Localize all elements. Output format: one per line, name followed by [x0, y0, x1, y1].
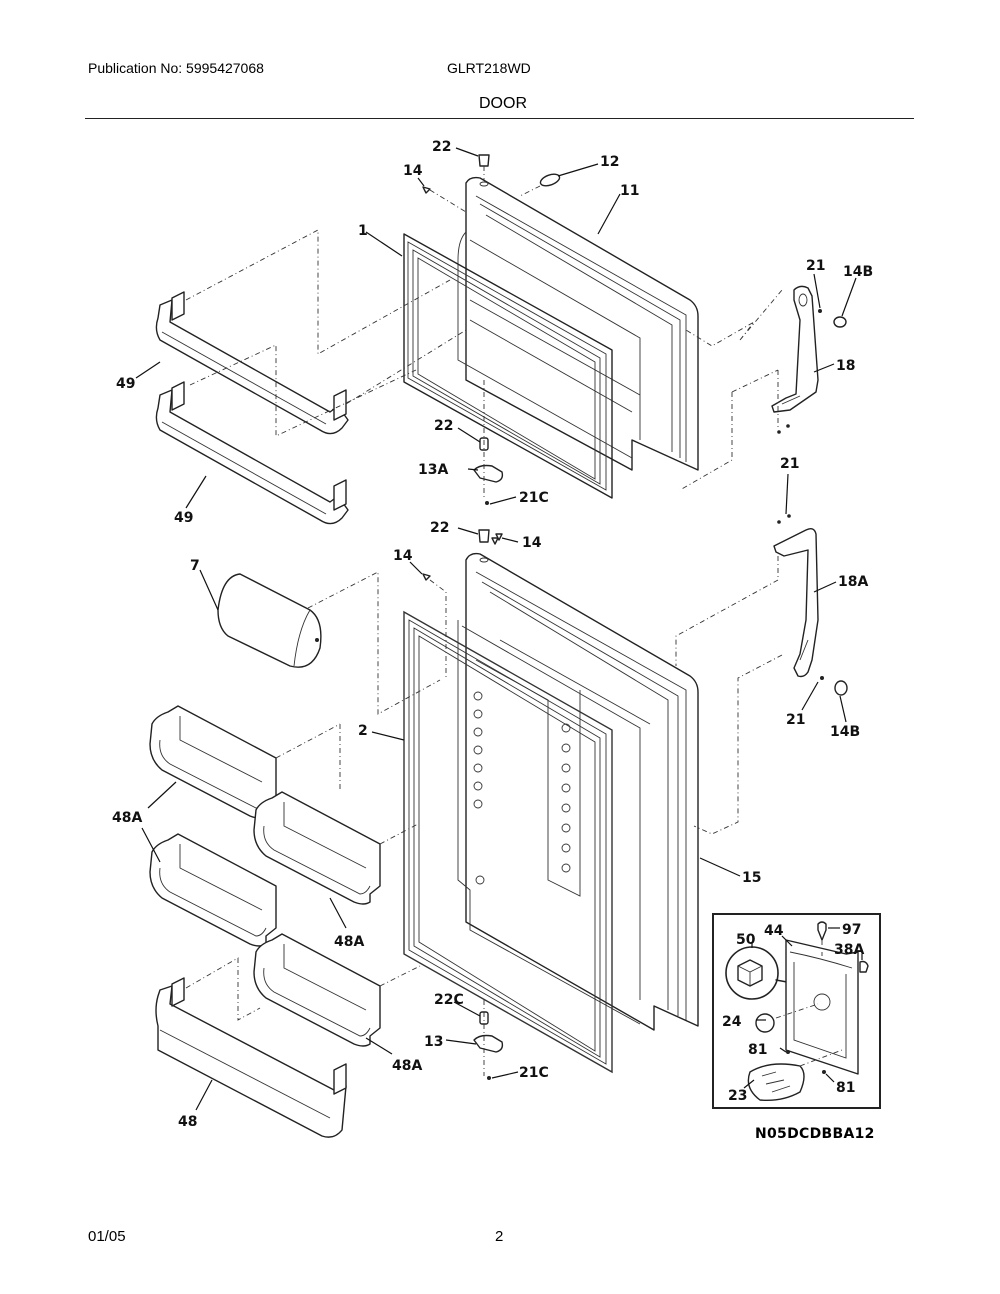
callout-38A: 38A [834, 942, 864, 958]
callout-22C: 22C [434, 992, 464, 1008]
callout-14B: 14B [843, 264, 873, 280]
dispenser-inset [712, 913, 881, 1109]
callout-22: 22 [434, 418, 453, 434]
canister-7 [217, 573, 322, 668]
handle-18 [771, 285, 847, 434]
assembly-lines-handle-mid [679, 369, 779, 491]
assembly-lines-canister [307, 571, 441, 715]
callout-21: 21 [780, 456, 799, 472]
door-bin-posts-right [561, 723, 571, 873]
footer-date: 01/05 [88, 1228, 126, 1245]
callout-50: 50 [736, 932, 756, 948]
callout-18: 18 [836, 358, 855, 374]
drawing-code: N05DCDBBA12 [755, 1126, 875, 1142]
callout-21C: 21C [519, 490, 549, 506]
section-title: DOOR [479, 95, 527, 112]
assembly-lines-rail-upper-r [345, 329, 467, 405]
callout-48A: 48A [392, 1058, 422, 1074]
callout-14: 14 [403, 163, 423, 179]
callout-13A: 13A [418, 462, 448, 478]
door-bin-48A-1 [149, 705, 277, 819]
callout-48A: 48A [334, 934, 364, 950]
page-number: 2 [495, 1228, 504, 1245]
assembly-lines-top [429, 185, 541, 213]
callout-labels: 22 12 14 11 1 21 14B 18 49 49 22 13A 21C… [112, 139, 873, 1130]
door-bin-48A-3 [149, 833, 277, 947]
door-bin-48A-2 [253, 791, 381, 905]
callout-7: 7 [190, 558, 200, 574]
assembly-lines-bins [275, 723, 421, 987]
assembly-lines-handle-18A-bottom [693, 654, 783, 835]
plug-12 [539, 173, 561, 187]
callout-23: 23 [728, 1088, 747, 1104]
fresh-food-door-15 [457, 552, 699, 1031]
callout-12: 12 [600, 154, 619, 170]
callout-22: 22 [432, 139, 451, 155]
callout-44: 44 [764, 923, 784, 939]
fresh-food-gasket-2 [403, 610, 613, 1074]
assembly-lines-rail-lower [189, 344, 417, 437]
callout-13: 13 [424, 1034, 443, 1050]
callout-81: 81 [748, 1042, 767, 1058]
callout-24: 24 [722, 1014, 742, 1030]
door-bin-posts-left [473, 691, 485, 885]
freezer-gasket-1 [403, 233, 613, 499]
callout-18A: 18A [838, 574, 868, 590]
door-bin-48 [155, 977, 347, 1138]
callout-1: 1 [358, 223, 368, 239]
leader-lines [135, 147, 863, 1111]
hinge-hardware-upper [422, 154, 504, 505]
callout-11: 11 [620, 183, 639, 199]
callout-21C: 21C [519, 1065, 549, 1081]
callout-2: 2 [358, 723, 368, 739]
callout-15: 15 [742, 870, 761, 886]
callout-49: 49 [174, 510, 193, 526]
hinge-hardware-lower [422, 529, 504, 1080]
header-divider [85, 118, 914, 119]
callout-97: 97 [842, 922, 861, 938]
shelf-rail-49-lower [155, 381, 349, 525]
callout-81: 81 [836, 1080, 855, 1096]
callout-22: 22 [430, 520, 449, 536]
assembly-lines-handle-top [685, 289, 783, 347]
assembly-lines-bin-48 [185, 957, 261, 1021]
model-number: GLRT218WD [447, 60, 531, 76]
publication-number: Publication No: 5995427068 [88, 60, 264, 76]
assembly-lines-handle-18A-top [675, 556, 779, 666]
callout-21: 21 [786, 712, 805, 728]
handle-18A [773, 514, 848, 696]
callout-49: 49 [116, 376, 135, 392]
callout-21: 21 [806, 258, 825, 274]
callout-14: 14 [522, 535, 542, 551]
callout-14: 14 [393, 548, 413, 564]
callout-14B: 14B [830, 724, 860, 740]
callout-48: 48 [178, 1114, 197, 1130]
assembly-lines-rail-upper [185, 229, 451, 355]
callout-48A: 48A [112, 810, 142, 826]
shelf-rail-49-upper [155, 291, 349, 435]
door-bin-48A-4 [253, 933, 381, 1047]
